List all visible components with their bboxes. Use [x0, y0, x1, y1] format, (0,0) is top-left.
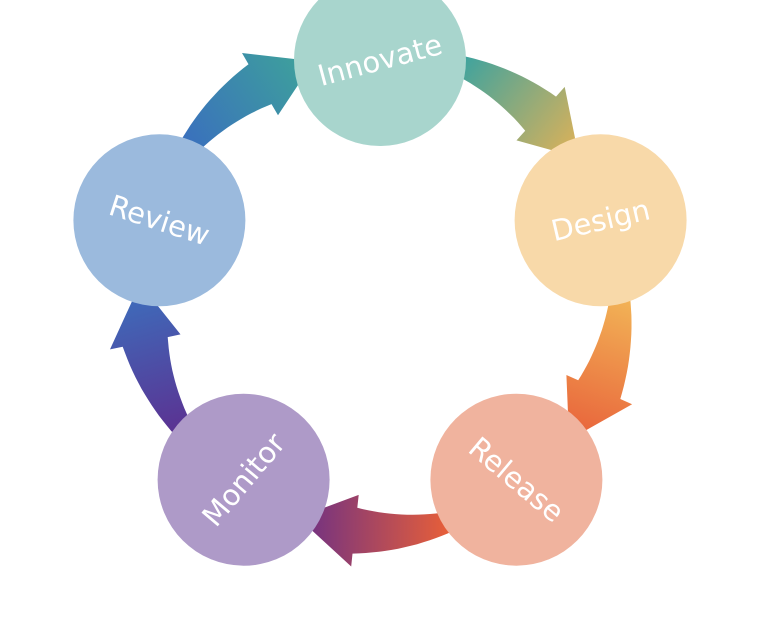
arrow-innovate-to-design: [454, 55, 579, 158]
stage-node-design: Design: [514, 134, 687, 307]
arrows-layer: [110, 53, 633, 567]
arrow-design-to-release: [566, 296, 633, 440]
stage-circle-innovate: [294, 0, 466, 146]
stage-node-release: Release: [430, 393, 603, 566]
stage-circle-design: [514, 134, 687, 307]
stage-circle-review: [73, 134, 246, 307]
arrow-release-to-monitor: [297, 494, 454, 567]
stage-node-monitor: Monitor: [157, 393, 330, 566]
stage-circle-monitor: [157, 393, 330, 566]
arrow-review-to-innovate: [180, 53, 314, 154]
stage-node-innovate: Innovate: [294, 0, 466, 146]
stage-circle-release: [430, 393, 603, 566]
arrow-monitor-to-review: [110, 283, 192, 436]
stage-node-review: Review: [73, 134, 246, 307]
